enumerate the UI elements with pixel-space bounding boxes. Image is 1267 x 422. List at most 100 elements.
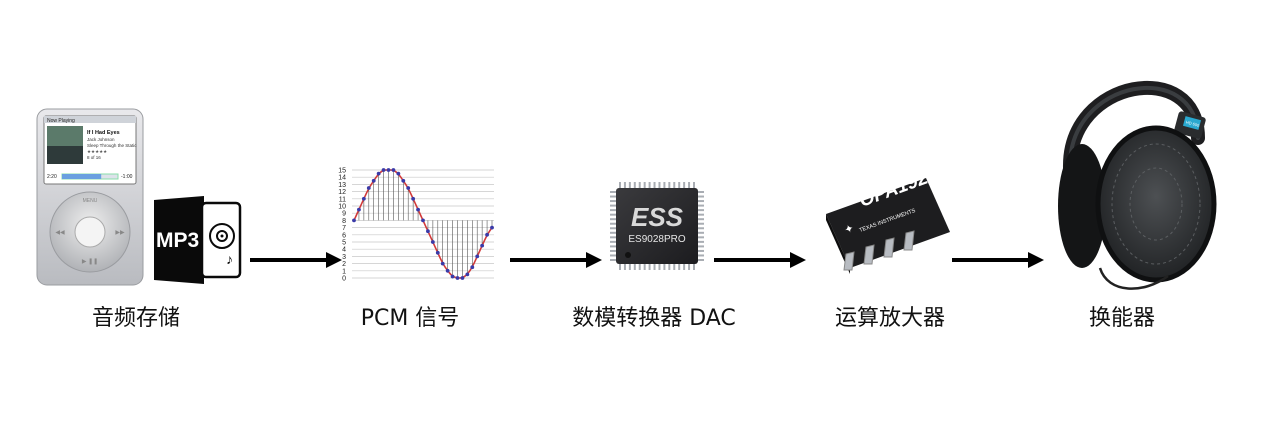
pcm-y-tick-label: 9	[342, 211, 346, 218]
pcm-sample-point	[450, 274, 455, 279]
dac-pin	[623, 263, 626, 270]
pcm-sample-point	[352, 218, 356, 223]
dac-pin	[623, 182, 626, 189]
dac-pin	[697, 259, 704, 261]
dac-pin	[610, 195, 617, 198]
dac-pin	[619, 182, 621, 189]
ti-logo-icon: ✦	[843, 222, 856, 236]
cable	[1098, 267, 1169, 290]
dac-pin	[610, 200, 617, 203]
music-note-icon: ♪	[226, 251, 233, 267]
pcm-y-tick-label: 6	[342, 232, 346, 239]
dac-pin	[658, 263, 661, 270]
arrow-dac-to-amp	[714, 252, 806, 268]
dac-pin	[688, 263, 691, 270]
pcm-sample-point	[440, 261, 445, 266]
dac-pin	[678, 182, 681, 189]
dac-pin	[610, 249, 617, 252]
dac-pin	[610, 191, 617, 193]
pcm-sample-point	[490, 225, 494, 230]
caption-opamp: 运算放大器	[834, 306, 946, 331]
caption-transducer: 换能器	[1088, 306, 1156, 331]
ipod-song: If I Had Eyes	[87, 130, 120, 136]
dac-pin	[610, 236, 617, 239]
dac-pin	[643, 182, 646, 189]
dac-pin	[697, 231, 704, 234]
dac-pins	[610, 182, 704, 270]
dac-pin	[610, 245, 617, 248]
dac-pin	[610, 227, 617, 230]
dac-pin	[648, 182, 651, 189]
wheel-menu-label: MENU	[83, 198, 98, 204]
arrow-pcm-to-dac	[510, 252, 602, 268]
dac-pin	[693, 182, 695, 189]
dac-pin	[697, 213, 704, 216]
dac-pin	[610, 213, 617, 216]
pcm-sample-point	[396, 171, 401, 176]
dac-pin	[610, 254, 617, 257]
dac-pin	[697, 236, 704, 239]
dac-pin	[697, 245, 704, 248]
dac-pin	[668, 182, 671, 189]
ipod-rating: ★★★★★	[87, 149, 108, 154]
ipod-progress-fill	[62, 174, 102, 179]
dac-pin	[668, 263, 671, 270]
ipod-artist: Jack Johnson	[87, 137, 115, 142]
pcm-y-tick-label: 7	[342, 225, 346, 232]
pcm-sample-point	[465, 272, 470, 277]
ipod-album: Sleep Through the Static	[87, 143, 137, 148]
dac-pin	[697, 204, 704, 207]
center-button[interactable]	[74, 216, 106, 248]
pcm-sample-point	[416, 207, 420, 212]
pcm-sample-point	[475, 254, 480, 259]
disc-icon	[209, 223, 235, 249]
dac-pin	[697, 218, 704, 221]
pcm-sample-point	[361, 196, 366, 201]
model-tag	[1182, 116, 1202, 130]
mp3-label: MP3	[156, 229, 199, 252]
arrow-amp-to-transducer	[952, 252, 1044, 268]
dac-pin	[619, 263, 621, 270]
dac-pin	[673, 182, 676, 189]
dac-pin	[610, 204, 617, 207]
pcm-sample-point	[430, 240, 435, 244]
pcm-y-tick-label: 10	[338, 204, 346, 211]
dac-brand: ESS	[631, 202, 684, 232]
dac-pin	[683, 263, 686, 270]
ipod-track: 8 of 16	[87, 155, 101, 160]
pcm-sample-point	[357, 207, 361, 212]
caption-audio-storage: 音频存储	[91, 306, 181, 331]
dac-pin	[610, 240, 617, 243]
pcm-y-tick-label: 3	[342, 254, 346, 261]
pcm-y-tick-label: 5	[342, 240, 346, 247]
opamp-chip: OPA192 ✦ TEXAS INSTRUMENTS	[826, 174, 950, 274]
pcm-sample-point	[421, 218, 425, 223]
dac-pin	[697, 240, 704, 243]
headphones: HD 600	[1058, 80, 1217, 290]
opamp-pins	[843, 230, 915, 271]
caption-dac: 数模转换器 DAC	[572, 306, 736, 331]
dac-pin	[697, 254, 704, 257]
left-earcup	[1058, 144, 1106, 268]
dac-pin	[697, 209, 704, 212]
pcm-sample-point	[386, 168, 391, 172]
pcm-y-tick-label: 15	[338, 168, 346, 175]
dac-chip: ESS ES9028PRO	[610, 182, 704, 270]
dac-pin	[628, 263, 631, 270]
pcm-sample-point	[445, 268, 450, 273]
dac-pin	[697, 249, 704, 252]
pcm-sample-point	[455, 276, 460, 280]
dac-pin	[643, 263, 646, 270]
pcm-sample-point	[485, 232, 489, 237]
prev-icon: ◀◀	[55, 230, 65, 236]
play-pause-icon: ▶ ❚❚	[82, 258, 98, 265]
dac-pin	[653, 182, 656, 189]
arrow-storage-to-pcm	[250, 252, 342, 268]
pcm-sample-point	[411, 196, 416, 201]
dac-pin	[693, 263, 695, 270]
pcm-sample-point	[391, 168, 396, 172]
dac-pin	[638, 263, 641, 270]
dac-pin	[697, 200, 704, 203]
